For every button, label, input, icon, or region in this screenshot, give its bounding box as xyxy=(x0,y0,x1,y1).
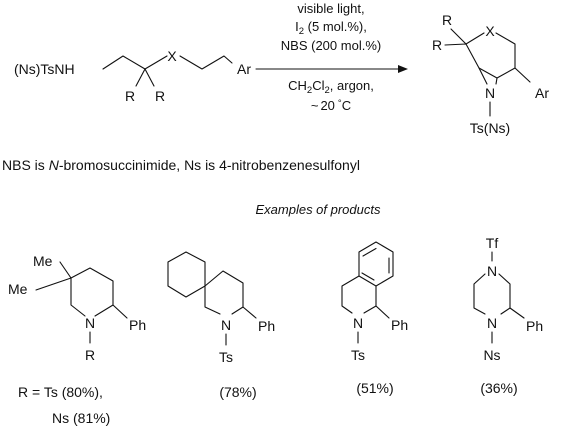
condition-line-1: visible light, xyxy=(297,1,364,16)
example-1-ring-bonds xyxy=(70,267,114,317)
example-4-n-label: N xyxy=(487,315,497,331)
abbreviations-note: NBS is N-bromosuccinimide, Ns is 4-nitro… xyxy=(2,157,360,173)
example-3-ring xyxy=(341,275,377,314)
reactant-gem-bonds xyxy=(135,68,155,87)
example-4-top-sub-label: Tf xyxy=(486,235,499,251)
reactant-chain-bonds xyxy=(102,55,168,70)
example-1-me-bonds xyxy=(35,261,72,291)
product-n-sub-label: Ts(Ns) xyxy=(470,120,510,136)
reaction-conditions: visible light, I2 (5 mol.%), NBS (200 mo… xyxy=(255,1,408,113)
example-1-n-sub-label: R xyxy=(85,347,95,363)
product-r1-label: R xyxy=(442,12,452,28)
product-x-label: X xyxy=(485,23,495,39)
examples-heading: Examples of products xyxy=(255,202,381,217)
reactant-r1-label: R xyxy=(125,88,135,104)
product-structure: R R X N Ar Ts(Ns) xyxy=(432,12,549,136)
example-4-yield: (36%) xyxy=(480,380,517,396)
example-1-yield-line-2: Ns (81%) xyxy=(52,410,110,426)
reactant-r2-label: R xyxy=(155,88,165,104)
example-1-ph-bond xyxy=(112,304,128,319)
reactant-chain-bonds-2 xyxy=(179,55,233,70)
product-n-label: N xyxy=(485,85,495,101)
product-gem-bonds xyxy=(444,28,467,46)
example-2-ph-bond xyxy=(242,306,257,319)
example-4-top-n-label: N xyxy=(487,263,497,279)
example-3-ph-bond xyxy=(375,305,390,319)
product-ar-label: Ar xyxy=(535,85,549,101)
example-4-ring xyxy=(473,273,511,315)
reactant-prefix-label: (Ns)TsNH xyxy=(14,61,75,77)
reactant-ar-label: Ar xyxy=(237,61,251,77)
example-2-n-label: N xyxy=(221,317,231,333)
example-3-n-label: N xyxy=(353,315,363,331)
example-1-yield-line-1: R = Ts (80%), xyxy=(18,384,103,400)
example-1-ph-label: Ph xyxy=(129,317,146,333)
condition-line-5: ~20°C xyxy=(311,98,351,113)
example-2-cyclohexane xyxy=(167,251,206,298)
reactant-x-label: X xyxy=(167,48,177,64)
example-3-n-sub-label: Ts xyxy=(351,347,365,363)
example-product-4: Tf N N Ph Ns (36%) xyxy=(473,235,543,396)
condition-line-2: I2 (5 mol.%), xyxy=(295,19,367,37)
example-3-yield: (51%) xyxy=(356,380,393,396)
reactant-structure: (Ns)TsNH R R X Ar xyxy=(14,48,251,104)
example-4-n-sub-label: Ns xyxy=(483,347,500,363)
example-product-3: N Ph Ts (51%) xyxy=(341,241,408,396)
example-1-me1-label: Me xyxy=(33,253,53,269)
example-3-benzene-double-bonds xyxy=(361,247,390,281)
example-product-2: N Ph Ts (78%) xyxy=(167,251,275,400)
example-2-yield: (78%) xyxy=(219,384,256,400)
example-1-n-label: N xyxy=(85,315,95,331)
example-4-ph-label: Ph xyxy=(526,318,543,334)
reaction-arrowhead xyxy=(398,65,408,73)
condition-line-4: CH2Cl2, argon, xyxy=(288,78,374,96)
condition-line-3: NBS (200 mol.%) xyxy=(281,38,381,53)
product-n-bonds xyxy=(478,67,531,85)
example-2-n-sub-label: Ts xyxy=(219,349,233,365)
product-ring-bonds xyxy=(465,32,516,79)
example-2-piperidine xyxy=(204,270,244,315)
example-2-ph-label: Ph xyxy=(258,318,275,334)
product-r2-label: R xyxy=(432,37,442,53)
example-1-me2-label: Me xyxy=(8,281,28,297)
example-4-ph-bond xyxy=(509,307,525,319)
example-product-1: Me Me N Ph R R = Ts (80%), Ns (81%) xyxy=(8,253,146,426)
example-3-ph-label: Ph xyxy=(391,317,408,333)
